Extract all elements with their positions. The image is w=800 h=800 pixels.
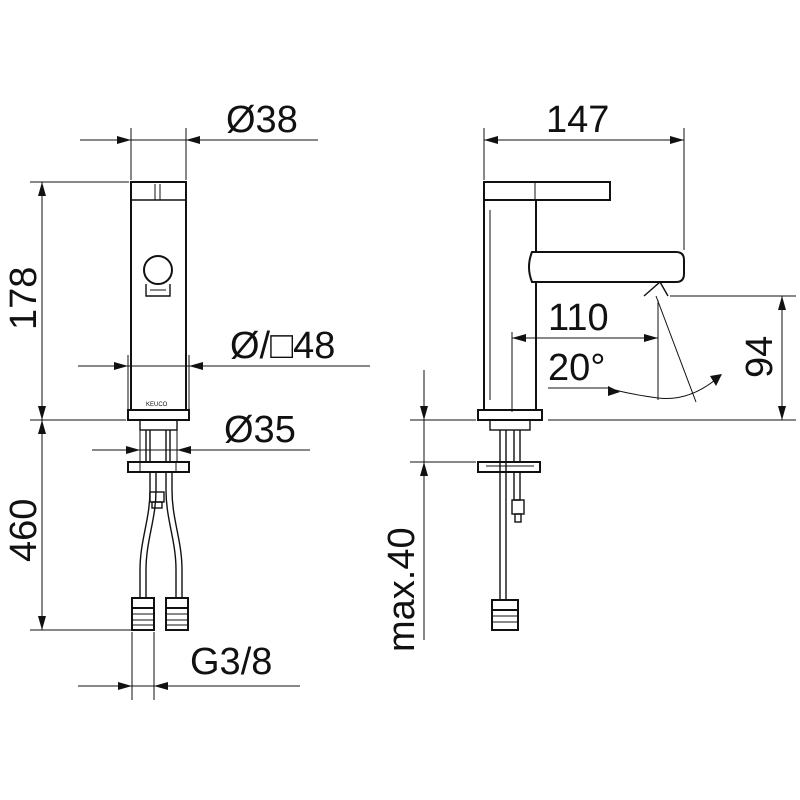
brand-logo: KEUCO xyxy=(146,402,168,408)
side-lever xyxy=(483,181,611,201)
dim-side-angle: 20° xyxy=(548,347,605,389)
front-base-plate xyxy=(127,409,190,421)
dim-side-max-thickness: max.40 xyxy=(381,527,423,652)
dim-front-top-diameter: Ø38 xyxy=(226,99,298,141)
dim-side-outlet-height: 94 xyxy=(739,336,781,378)
side-base-plate xyxy=(477,409,543,421)
dim-front-hose-length: 460 xyxy=(3,499,45,562)
side-view: 147 110 20° 94 max.40 xyxy=(381,99,796,652)
dim-front-shank: Ø35 xyxy=(224,409,296,451)
front-fixing-nut xyxy=(127,461,190,473)
dim-front-thread: G3/8 xyxy=(190,641,272,683)
dim-front-height: 178 xyxy=(3,267,45,330)
dim-side-projection: 147 xyxy=(546,99,609,141)
front-shank xyxy=(139,419,178,431)
dim-side-reach: 110 xyxy=(548,297,609,339)
side-spout xyxy=(528,251,685,283)
front-view: KEUCO xyxy=(3,99,370,700)
front-sensor-icon xyxy=(143,255,173,285)
side-fixing-nut xyxy=(477,461,541,473)
dim-front-base: Ø/□48 xyxy=(230,325,335,367)
front-supply-hoses xyxy=(131,472,189,631)
